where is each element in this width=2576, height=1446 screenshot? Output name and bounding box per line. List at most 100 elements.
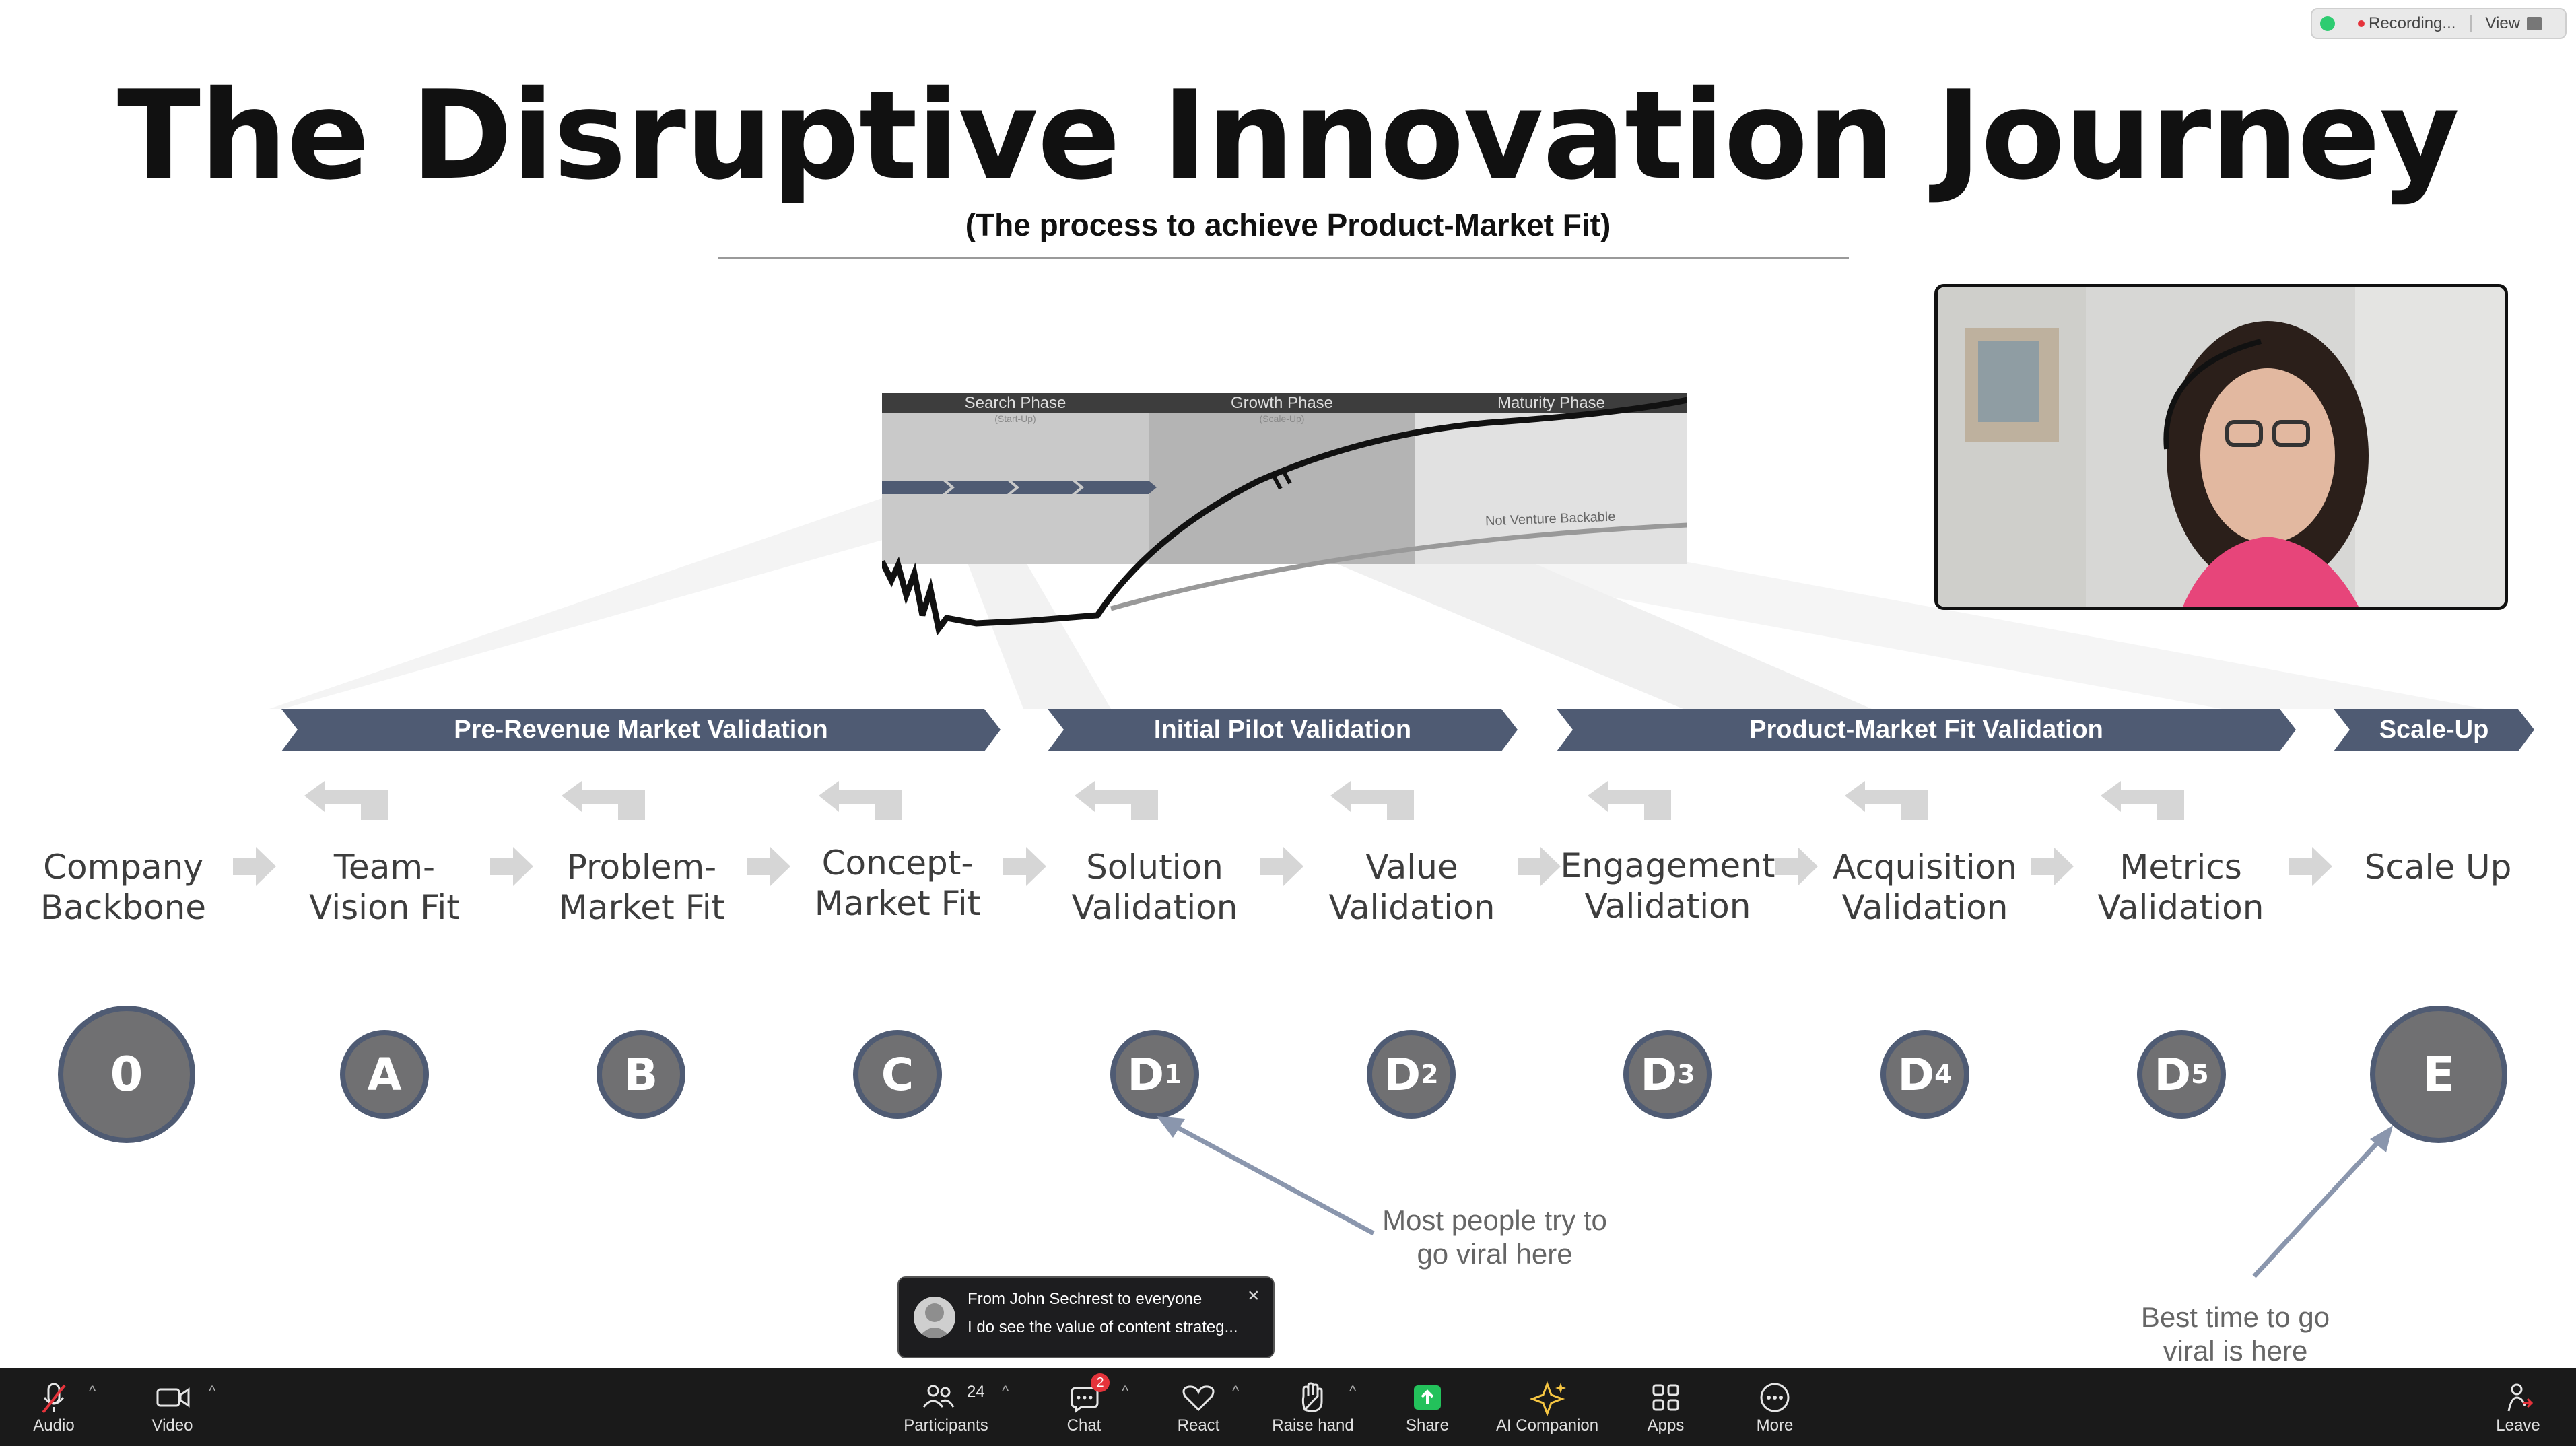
participant-count: 24 <box>967 1383 985 1401</box>
forward-arrow-icon <box>233 847 276 886</box>
stage-label-concept-market-fit: Concept-Market Fit <box>814 844 981 923</box>
chat-message-preview: I do see the value of content strateg... <box>968 1318 1238 1336</box>
forward-arrow-icon <box>747 847 790 886</box>
recording-dot-icon <box>2358 20 2365 27</box>
presentation-slide: Recording... View The Disruptive Innovat… <box>40 8 2567 1367</box>
forward-arrow-icon <box>1775 847 1818 886</box>
video-button[interactable]: Video <box>132 1368 213 1446</box>
chat-notification[interactable]: From John Sechrest to everyone I do see … <box>897 1276 1275 1358</box>
view-button[interactable]: View <box>2485 14 2520 32</box>
participants-icon <box>922 1385 955 1408</box>
forward-arrow-icon <box>1003 847 1046 886</box>
stage-label-scale-up: Scale Up <box>2364 848 2512 887</box>
react-button[interactable]: React <box>1165 1368 1232 1446</box>
phase-label-maturity: Maturity Phase <box>1497 394 1606 412</box>
hand-icon <box>1301 1382 1323 1412</box>
participants-options-caret[interactable]: ^ <box>1002 1383 1009 1400</box>
back-arrow-icon <box>1075 781 1158 820</box>
band-label: Pre-Revenue Market Validation <box>454 716 828 744</box>
band-initial-pilot: Initial Pilot Validation <box>1048 709 1518 751</box>
band-product-market-fit: Product-Market Fit Validation <box>1557 709 2296 751</box>
chat-button[interactable]: 2 Chat <box>1050 1368 1118 1446</box>
more-dots-icon <box>1760 1383 1790 1412</box>
phase-sub-search: (Start-Up) <box>994 413 1036 424</box>
recording-status-icon <box>2320 16 2335 31</box>
phase-label-search: Search Phase <box>964 394 1066 412</box>
more-button[interactable]: More <box>1741 1368 1808 1446</box>
meeting-toolbar: Audio ^ Video ^ 24 Participants ^ 2 Chat… <box>0 1368 2576 1446</box>
forward-arrow-icon <box>490 847 533 886</box>
back-arrow-icon <box>2101 781 2184 820</box>
camera-icon <box>156 1387 190 1408</box>
audio-options-caret[interactable]: ^ <box>89 1383 96 1400</box>
band-label: Scale-Up <box>2379 716 2489 744</box>
back-arrow-icon <box>1330 781 1414 820</box>
recording-indicator[interactable]: Recording... View <box>2311 8 2567 39</box>
presenter-video <box>1938 287 2505 607</box>
annotation-best-time: Best time to go viral is here <box>2140 1301 2330 1367</box>
avatar <box>914 1297 955 1338</box>
chat-options-caret[interactable]: ^ <box>1122 1383 1129 1400</box>
milestone-0: 0 <box>58 1006 195 1143</box>
close-icon[interactable]: × <box>1248 1284 1260 1307</box>
forward-arrow-icon <box>1518 847 1561 886</box>
back-arrow-icon <box>304 781 388 820</box>
divider <box>2470 15 2472 32</box>
phase-label-growth: Growth Phase <box>1230 394 1334 412</box>
back-arrow-icon <box>819 781 902 820</box>
milestone-e: E <box>2370 1006 2507 1143</box>
milestone-c: C <box>853 1030 942 1119</box>
leave-icon <box>2507 1383 2534 1412</box>
band-label: Initial Pilot Validation <box>1153 716 1412 744</box>
annotation-arrows <box>1157 1116 2393 1278</box>
back-arrow-icon <box>1588 781 1671 820</box>
milestone-a: A <box>340 1030 429 1119</box>
recording-label: Recording... <box>2369 14 2456 32</box>
chat-unread-badge: 2 <box>1091 1373 1110 1392</box>
audio-button[interactable]: Audio <box>13 1368 94 1446</box>
band-scale-up: Scale-Up <box>2334 709 2534 751</box>
slide-subtitle: (The process to achieve Product-Market F… <box>965 207 1611 242</box>
microphone-muted-icon <box>42 1383 66 1414</box>
share-screen-icon <box>1414 1385 1441 1410</box>
share-button[interactable]: Share <box>1394 1368 1461 1446</box>
participants-button[interactable]: 24 Participants <box>889 1368 1003 1446</box>
phase-lifecycle-chart: Search Phase (Start-Up) Growth Phase (Sc… <box>879 393 1688 662</box>
raise-hand-options-caret[interactable]: ^ <box>1349 1383 1357 1400</box>
title-divider <box>718 257 1849 259</box>
chat-sender: From John Sechrest to everyone <box>968 1290 1202 1308</box>
band-label: Product-Market Fit Validation <box>1749 716 2103 744</box>
ai-companion-button[interactable]: AI Companion <box>1481 1368 1613 1446</box>
forward-arrow-icon <box>1260 847 1303 886</box>
raise-hand-button[interactable]: Raise hand <box>1266 1368 1360 1446</box>
grid-view-icon <box>2527 17 2542 30</box>
forward-arrow-icon <box>2289 847 2332 886</box>
milestone-b: B <box>597 1030 685 1119</box>
apps-button[interactable]: Apps <box>1632 1368 1699 1446</box>
heart-icon <box>1182 1385 1215 1412</box>
leave-button[interactable]: Leave <box>2484 1368 2552 1446</box>
video-options-caret[interactable]: ^ <box>209 1383 216 1400</box>
forward-arrow-icon <box>2031 847 2074 886</box>
back-arrow-icon <box>1845 781 1928 820</box>
apps-grid-icon <box>1652 1384 1679 1411</box>
react-options-caret[interactable]: ^ <box>1232 1383 1240 1400</box>
stage-label-problem-market-fit: Problem-Market Fit <box>558 848 725 927</box>
phase-sub-growth: (Scale-Up) <box>1259 413 1305 424</box>
back-arrow-icon <box>562 781 645 820</box>
participant-video-tile[interactable] <box>1934 284 2508 610</box>
slide-title: The Disruptive Innovation Journey <box>116 64 2460 207</box>
band-pre-revenue: Pre-Revenue Market Validation <box>281 709 1001 751</box>
stage-label-team-vision-fit: Team-Vision Fit <box>309 848 460 927</box>
